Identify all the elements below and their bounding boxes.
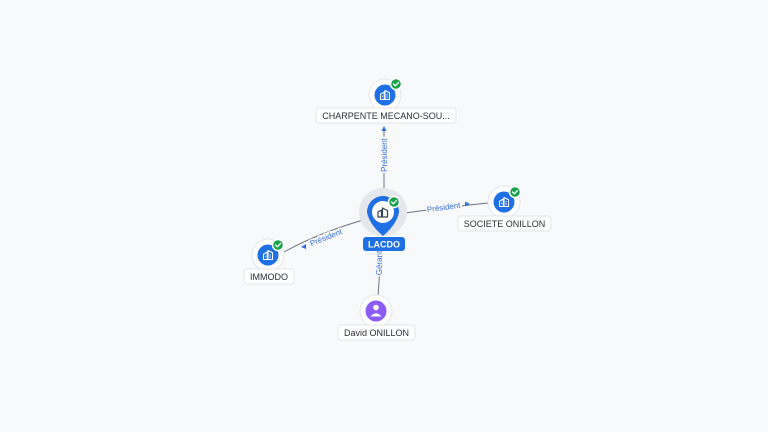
verified-check-icon (271, 238, 285, 252)
node-label-immodo: IMMODO (250, 272, 288, 282)
building-icon (377, 207, 389, 218)
node-societe[interactable]: SOCIETE ONILLON (457, 185, 552, 232)
verified-check-icon (508, 185, 522, 199)
edge-label-societe: Président (426, 201, 461, 215)
node-charpente[interactable]: CHARPENTE MECANO-SOU... (315, 77, 457, 124)
node-label-societe: SOCIETE ONILLON (464, 219, 546, 229)
edge-label-david: Gérant (375, 250, 384, 275)
edge-label-charpente: Président (380, 137, 389, 172)
verified-check-icon (389, 77, 403, 91)
edge-societe: Président (397, 199, 489, 216)
node-immodo[interactable]: IMMODO (243, 238, 295, 285)
node-main[interactable]: LACDO (359, 188, 407, 251)
verified-check-icon (387, 195, 401, 209)
edge-label-immodo: Président (309, 227, 344, 248)
node-label-main: LACDO (368, 240, 400, 250)
edge-charpente: Président (379, 126, 391, 196)
person-icon (370, 304, 382, 317)
node-label-david: David ONILLON (344, 328, 409, 338)
edge-david: Gérant (374, 249, 386, 298)
node-label-charpente: CHARPENTE MECANO-SOU... (322, 111, 450, 121)
edge-immodo: Président (283, 217, 371, 253)
node-david[interactable]: David ONILLON (337, 294, 416, 341)
